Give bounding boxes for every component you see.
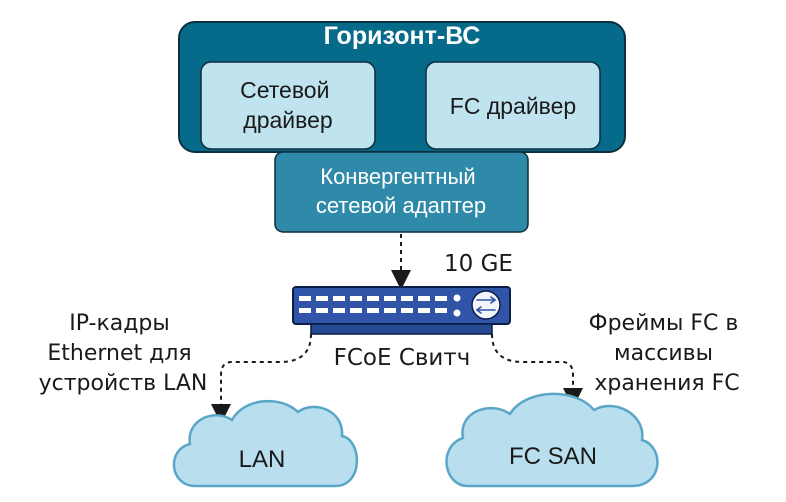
lan-label: LAN xyxy=(239,446,286,473)
fcsan-label: FC SAN xyxy=(509,443,597,470)
system-title: Горизонт-ВС xyxy=(324,22,481,50)
fc-frames-annotation: Фреймы FC в массивы хранения FC xyxy=(589,311,746,396)
fc-driver-box xyxy=(425,61,601,150)
network-switch-icon xyxy=(292,286,511,335)
fc-driver-label: FC драйвер xyxy=(450,93,576,119)
fcsan-cloud-icon xyxy=(445,392,659,488)
lan-cloud-icon xyxy=(172,399,359,488)
ip-frames-annotation: IP-кадры Ethernet для устройств LAN xyxy=(39,311,208,396)
adapter-label: Конвергентный сетевой адаптер xyxy=(316,164,486,218)
adapter-box xyxy=(274,151,529,233)
network-driver-box xyxy=(200,61,376,150)
switch-label: FCoE Свитч xyxy=(334,345,471,371)
link-speed-label: 10 GE xyxy=(444,251,513,277)
switch-fcsan-link xyxy=(491,333,583,408)
network-driver-label: Сетевой драйвер xyxy=(240,77,336,133)
